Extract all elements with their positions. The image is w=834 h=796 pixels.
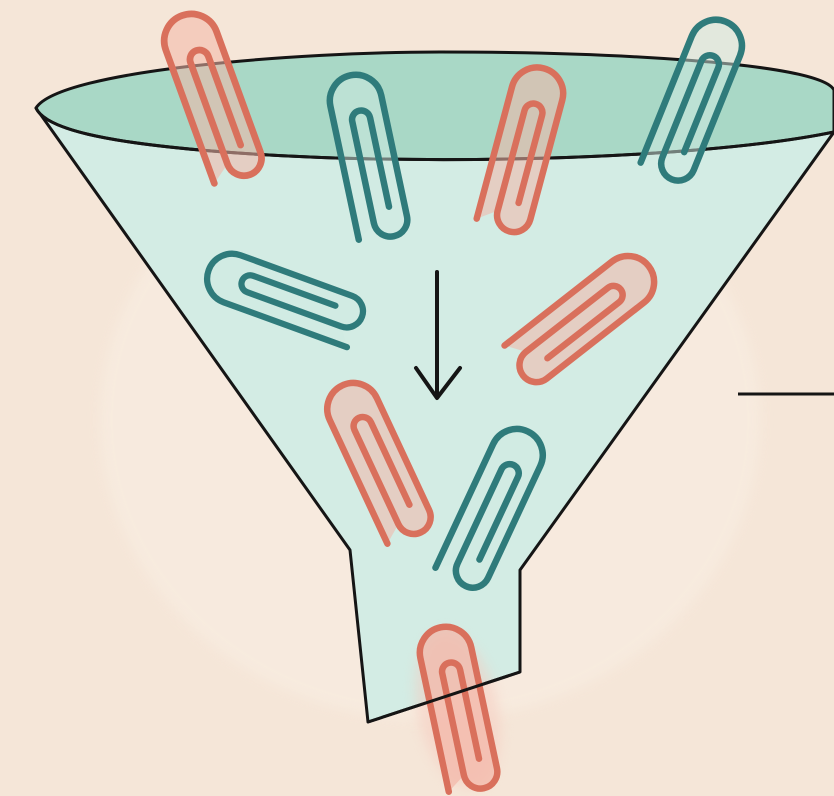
illustration-canvas [0,0,834,796]
funnel-illustration [0,0,834,796]
